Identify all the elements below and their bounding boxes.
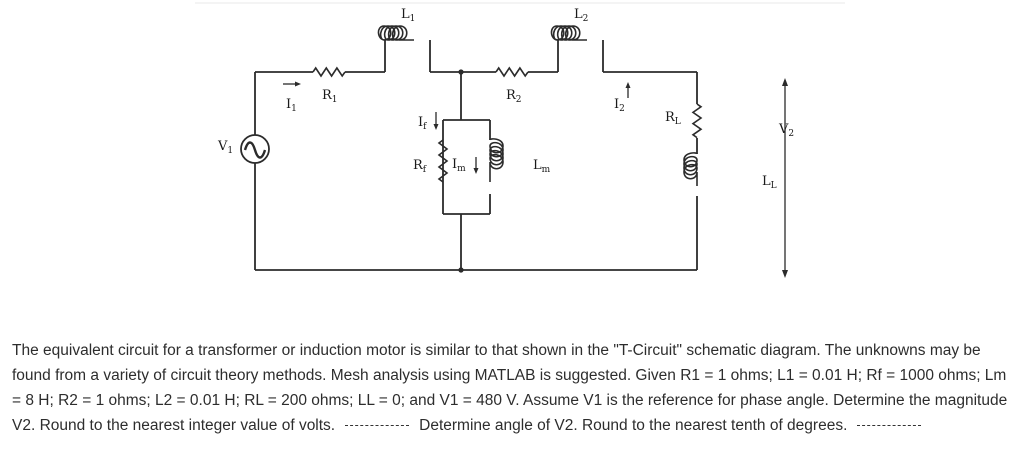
label-ll: LL — [762, 174, 777, 191]
label-if: If — [418, 115, 427, 132]
arrow-if-icon — [433, 112, 439, 130]
junction-bottom — [458, 267, 464, 273]
inductor-l2 — [550, 25, 587, 41]
inductor-lm — [489, 138, 504, 182]
label-im: Im — [452, 157, 466, 174]
label-v1: V1 — [217, 139, 233, 156]
inductor-ll — [683, 152, 698, 186]
problem-statement: The equivalent circuit for a transformer… — [12, 338, 1018, 438]
label-i2: I2 — [614, 97, 625, 114]
label-l1: L1 — [401, 7, 415, 24]
resistor-r1 — [312, 66, 346, 78]
label-r1: R1 — [322, 88, 338, 105]
label-l2: L2 — [574, 7, 588, 24]
t-circuit-diagram: L1 L2 R1 R2 I1 I2 If Rf Im Lm RL LL V1 V… — [195, 2, 845, 278]
answer-blank-v2-angle[interactable] — [857, 425, 922, 426]
arrow-im-icon — [473, 157, 479, 174]
label-rf: Rf — [413, 158, 427, 175]
inductor-l1 — [377, 25, 414, 41]
resistor-rl — [691, 103, 703, 139]
junction-top — [458, 69, 464, 75]
circuit-wires — [254, 40, 698, 271]
resistor-r2 — [495, 66, 529, 78]
label-r2: R2 — [506, 88, 522, 105]
label-i1: I1 — [286, 97, 297, 114]
ac-source-icon — [240, 134, 270, 164]
v2-measure-arrow-icon — [782, 78, 788, 278]
label-lm: Lm — [533, 158, 551, 175]
problem-text-part2: Determine angle of V2. Round to the near… — [419, 417, 848, 434]
arrow-i2-icon — [625, 82, 631, 98]
problem-text-part1: The equivalent circuit for a transformer… — [12, 342, 1008, 434]
label-rl: RL — [665, 110, 681, 127]
arrow-i1-icon — [283, 81, 301, 87]
answer-blank-v2-magnitude[interactable] — [345, 425, 410, 426]
resistor-rf — [437, 139, 449, 183]
label-v2: V2 — [778, 122, 794, 139]
